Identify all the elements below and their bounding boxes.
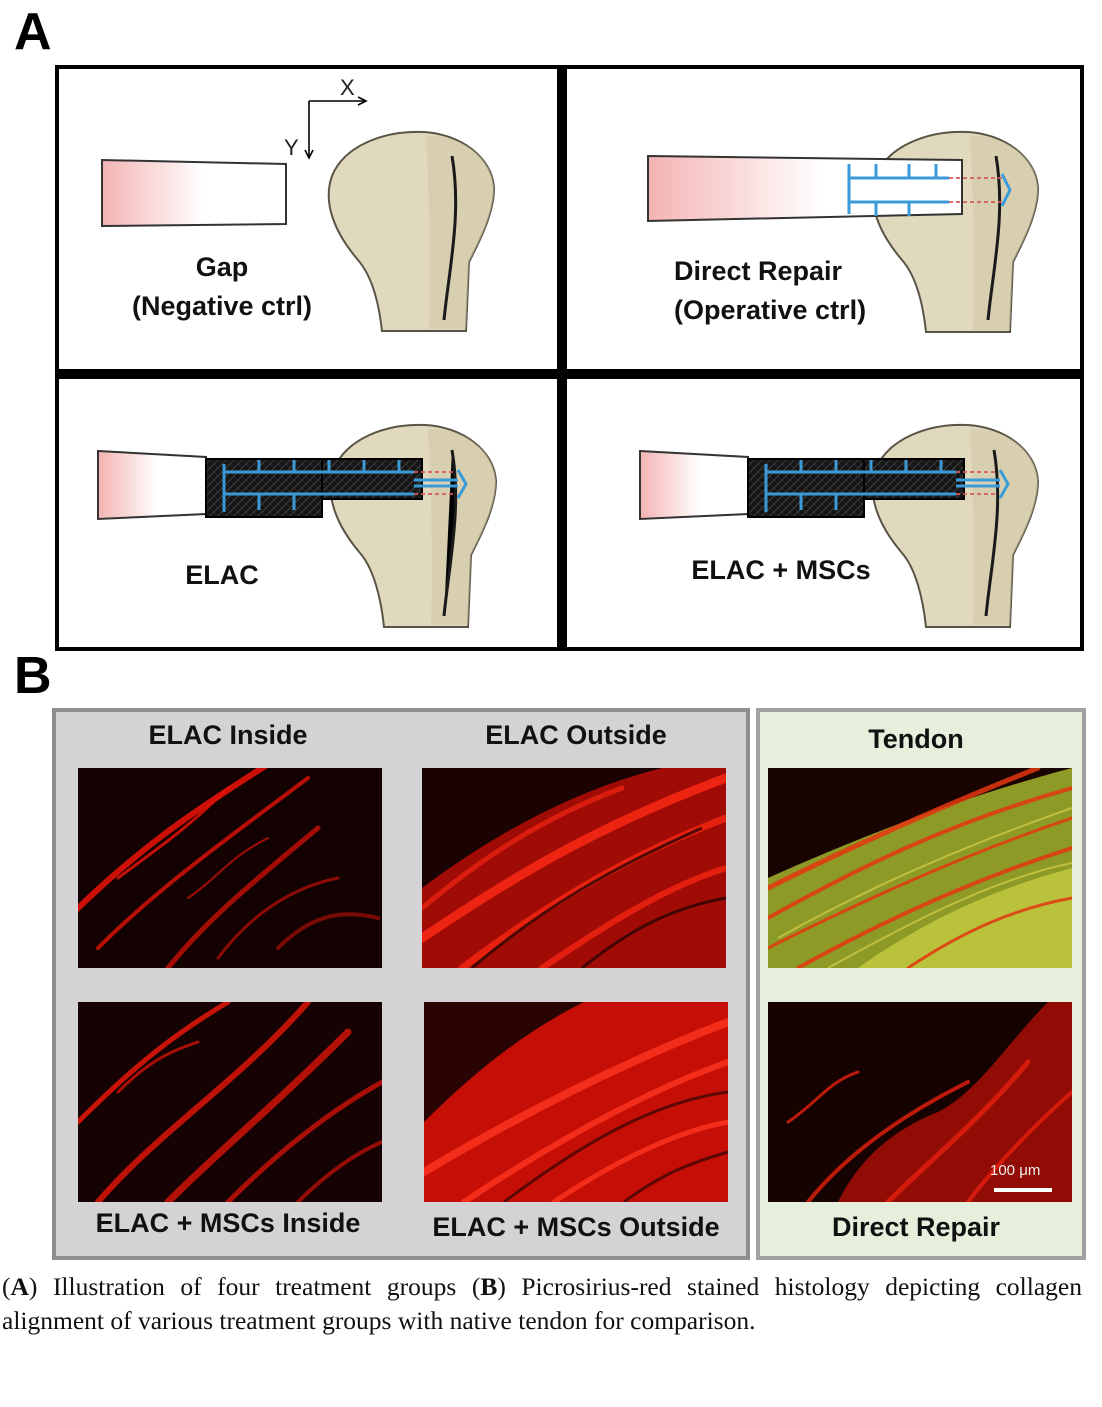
micrograph-tendon [768, 768, 1072, 968]
panel-b-histology: ELAC Inside ELAC Outside Tendon ELAC + M… [52, 708, 1086, 1260]
micrograph-direct-repair: 100 μm [768, 1002, 1072, 1202]
label-direct-repair-histology: Direct Repair [831, 1212, 1001, 1242]
figure-caption: (A) Illustration of four treatment group… [2, 1272, 1082, 1335]
micrograph-elac-mscs-inside [78, 1002, 382, 1202]
humerus-bone [327, 130, 496, 332]
panel-a-illustration: X Y Gap (Negative ctrl) Direct Repair (O… [54, 64, 1085, 652]
label-elac-mscs-inside: ELAC + MSCs Inside [95, 1208, 361, 1238]
label-direct-repair-line1: Direct Repair [674, 256, 843, 286]
suture-pattern [764, 460, 1010, 512]
tendon-stump [97, 449, 207, 521]
label-elac-mscs-outside: ELAC + MSCs Outside [432, 1212, 720, 1242]
scale-bar [994, 1188, 1052, 1192]
tendon-stump [647, 154, 963, 223]
label-direct-repair: Direct Repair (Operative ctrl) [650, 252, 910, 330]
suture-pattern [222, 460, 468, 512]
gap-diagram [101, 96, 496, 332]
panel-b-letter: B [14, 647, 52, 705]
scale-bar-label: 100 μm [990, 1162, 1041, 1179]
caption-b-letter: B [480, 1272, 498, 1301]
label-tendon: Tendon [868, 724, 964, 754]
label-gap-line2: (Negative ctrl) [131, 291, 313, 322]
label-elac-mscs: ELAC + MSCs [691, 555, 871, 585]
tendon-stump [101, 158, 287, 228]
panel-a-letter: A [14, 3, 52, 61]
elac-diagram [97, 423, 498, 628]
label-gap: Gap (Negative ctrl) [104, 248, 340, 326]
label-elac-inside: ELAC Inside [148, 720, 308, 750]
elac-mscs-diagram [639, 423, 1040, 628]
axis-indicator [304, 96, 368, 160]
micrograph-elac-mscs-outside [424, 1002, 728, 1202]
micrograph-elac-outside [422, 768, 726, 968]
label-direct-repair-line2: (Operative ctrl) [674, 295, 867, 326]
axis-x-label: X [340, 75, 355, 100]
caption-a-letter: A [10, 1272, 29, 1301]
suture-pattern [847, 164, 1012, 216]
axis-y-label: Y [284, 135, 299, 160]
caption-b-text: ) Picrosirius-red stained histology depi… [2, 1272, 1082, 1335]
micrograph-elac-inside [78, 768, 382, 968]
label-gap-line1: Gap [195, 252, 249, 282]
caption-a-text: Illustration of four treatment groups ( [37, 1272, 481, 1301]
label-elac: ELAC [185, 560, 259, 590]
label-elac-outside: ELAC Outside [485, 720, 667, 750]
tendon-stump [639, 449, 749, 521]
direct-repair-diagram [647, 130, 1040, 333]
